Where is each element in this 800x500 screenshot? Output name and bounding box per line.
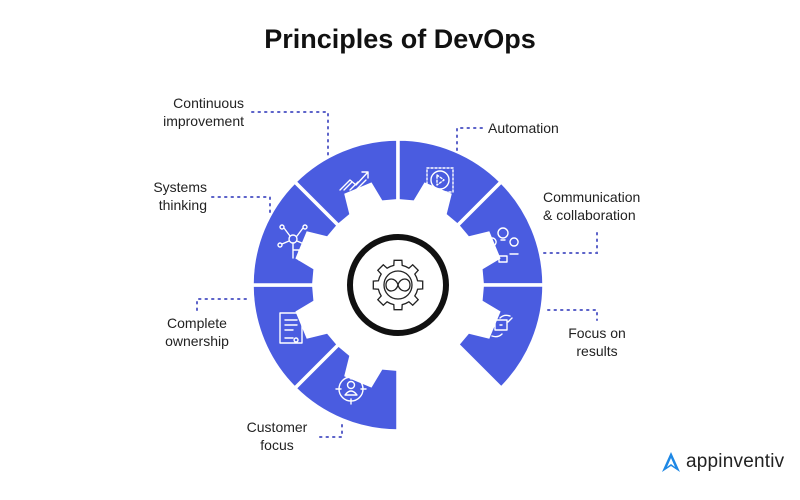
page-title: Principles of DevOps: [264, 24, 536, 54]
devops-infinity-gear-icon: [372, 259, 424, 311]
brand-logo: appinventiv: [660, 450, 784, 474]
connector-complete-ownership: [196, 298, 249, 311]
team-idea-icon: [487, 227, 519, 263]
connector-communication: [539, 232, 598, 254]
connector-focus-results: [547, 309, 598, 321]
connector-systems-thinking: [211, 196, 271, 216]
appinventiv-logo-icon: [662, 452, 680, 472]
connector-continuous-improvement: [251, 111, 329, 159]
connector-automation: [456, 127, 483, 151]
connector-customer-focus: [319, 419, 343, 438]
trend-up-icon: [339, 171, 369, 191]
document-key-icon: [279, 312, 303, 344]
customer-target-icon: [335, 373, 367, 405]
network-touch-icon: [277, 224, 309, 261]
label-communication-collaboration: Communication& collaboration: [543, 189, 641, 223]
target-hands-icon: [489, 314, 513, 338]
label-automation: Automation: [488, 120, 559, 136]
gear-play-icon: [426, 167, 454, 193]
